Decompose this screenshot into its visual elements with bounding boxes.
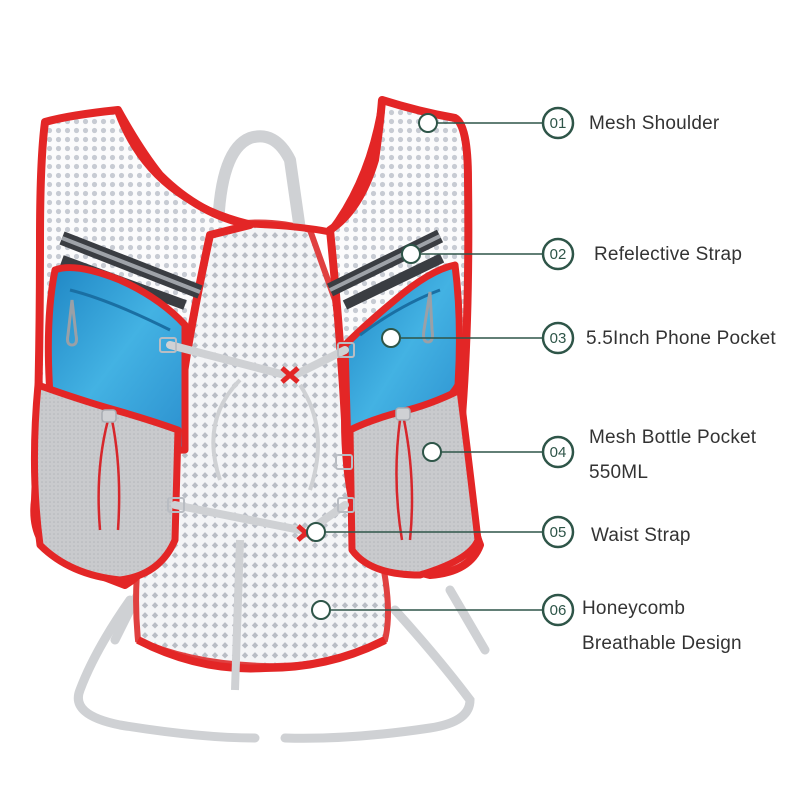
callout-dot-04: [422, 442, 442, 462]
callout-label-03: 5.5Inch Phone Pocket: [586, 328, 776, 349]
callout-label-06: Honeycomb: [582, 598, 686, 619]
callout-label-04: Mesh Bottle Pocket: [589, 427, 757, 448]
top-handle: [212, 130, 306, 231]
bungee-cords: [97, 419, 414, 541]
callout-dot-03: [381, 328, 401, 348]
callout-badges: 01 02 03 04 05 06: [541, 106, 575, 627]
callout-dot-05: [306, 522, 326, 542]
callout-number-02: 02: [550, 246, 567, 263]
callout-number-01: 01: [550, 115, 567, 132]
callout-number-06: 06: [550, 602, 567, 619]
chest-strap: [166, 341, 349, 534]
zipper-pulls: [66, 291, 434, 347]
callout-label-04-line2: 550ML: [589, 462, 649, 483]
callout-dot-01: [418, 113, 438, 133]
callout-number-03: 03: [550, 330, 567, 347]
callout-dot-02: [401, 244, 421, 264]
callout-label-05: Waist Strap: [591, 525, 691, 546]
callout-dot-06: [311, 600, 331, 620]
callout-label-06-line2: Breathable Design: [582, 633, 742, 654]
callout-dots: [306, 113, 442, 620]
callout-number-05: 05: [550, 524, 567, 541]
callout-label-01: Mesh Shoulder: [589, 113, 720, 134]
callout-number-04: 04: [550, 444, 567, 461]
callout-leaders: [325, 122, 543, 611]
callout-label-02: Refelective Strap: [594, 244, 743, 265]
